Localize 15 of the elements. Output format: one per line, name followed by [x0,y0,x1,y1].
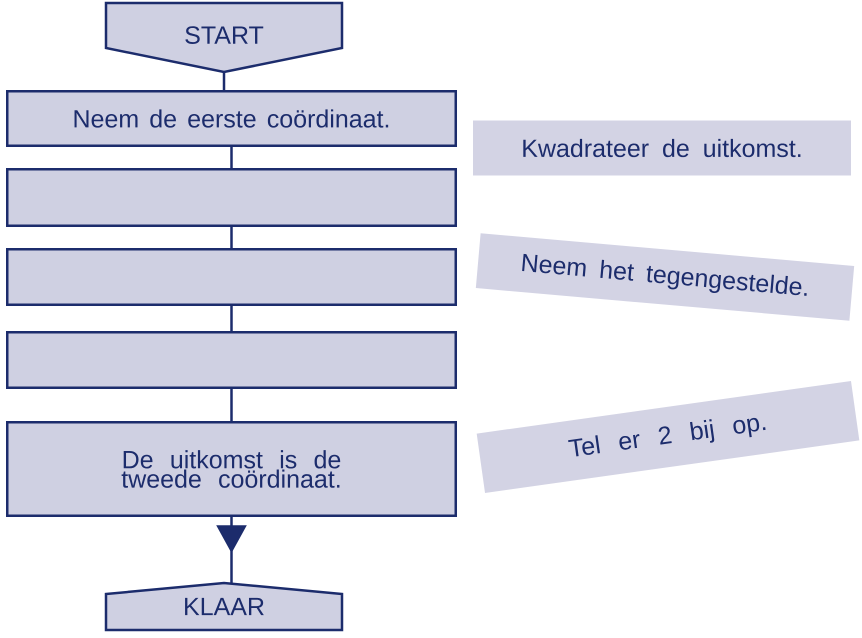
process-box: De uitkomst is de tweede coördinaat. [6,421,457,517]
step-card: Kwadrateer de uitkomst. [473,120,851,176]
step-card: Neem het tegengestelde. [476,233,854,321]
end-terminal: KLAAR [104,582,344,632]
start-terminal: START [104,2,344,74]
connector-line [230,147,233,168]
process-box: Neem de eerste coördinaat. [6,90,457,147]
connector-line [230,306,233,331]
connector-line [230,389,233,421]
connector-line [230,227,233,248]
connector-line [222,72,226,90]
empty-box [6,331,457,389]
step-card: Tel er 2 bij op. [476,381,860,493]
empty-box [6,168,457,227]
empty-box [6,248,457,306]
